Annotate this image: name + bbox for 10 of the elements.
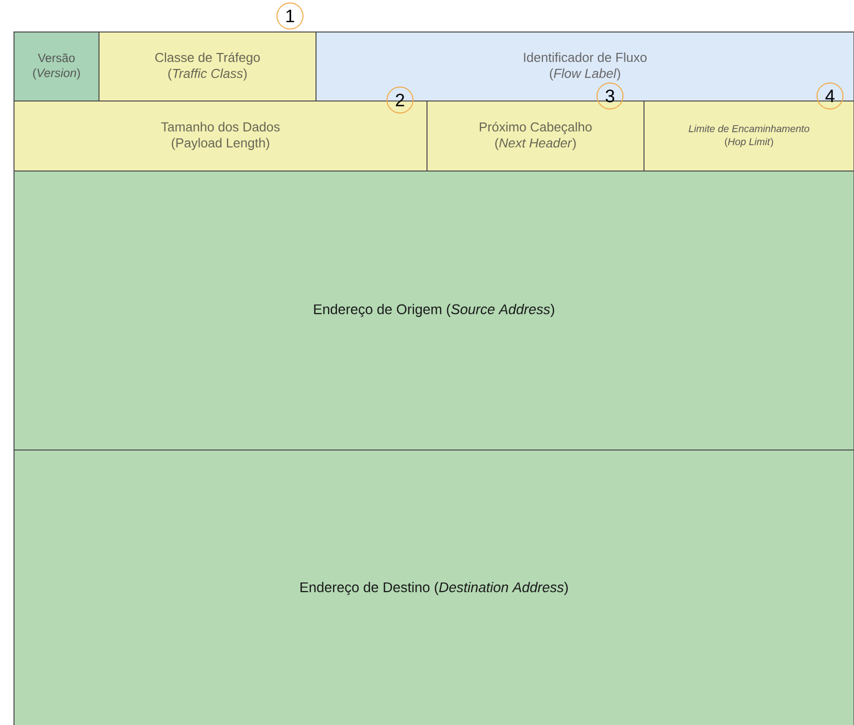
header-field: Classe de Tráfego (Traffic Class) xyxy=(98,32,316,102)
callout-number: 1 xyxy=(276,2,304,30)
callout-number: 4 xyxy=(816,82,844,110)
callout-number: 3 xyxy=(596,82,624,110)
header-field: Limite de Encaminhamento (Hop Limit) xyxy=(644,100,854,172)
node-label: Endereço de Origem (Source Address) xyxy=(314,304,554,318)
header-field: Versão (Version) xyxy=(14,32,100,102)
header-field: Endereço de Origem (Source Address) xyxy=(14,170,854,450)
node-label: Endereço de Destino (Destination Address) xyxy=(300,582,568,596)
header-field: Endereço de Destino (Destination Address) xyxy=(14,449,854,725)
